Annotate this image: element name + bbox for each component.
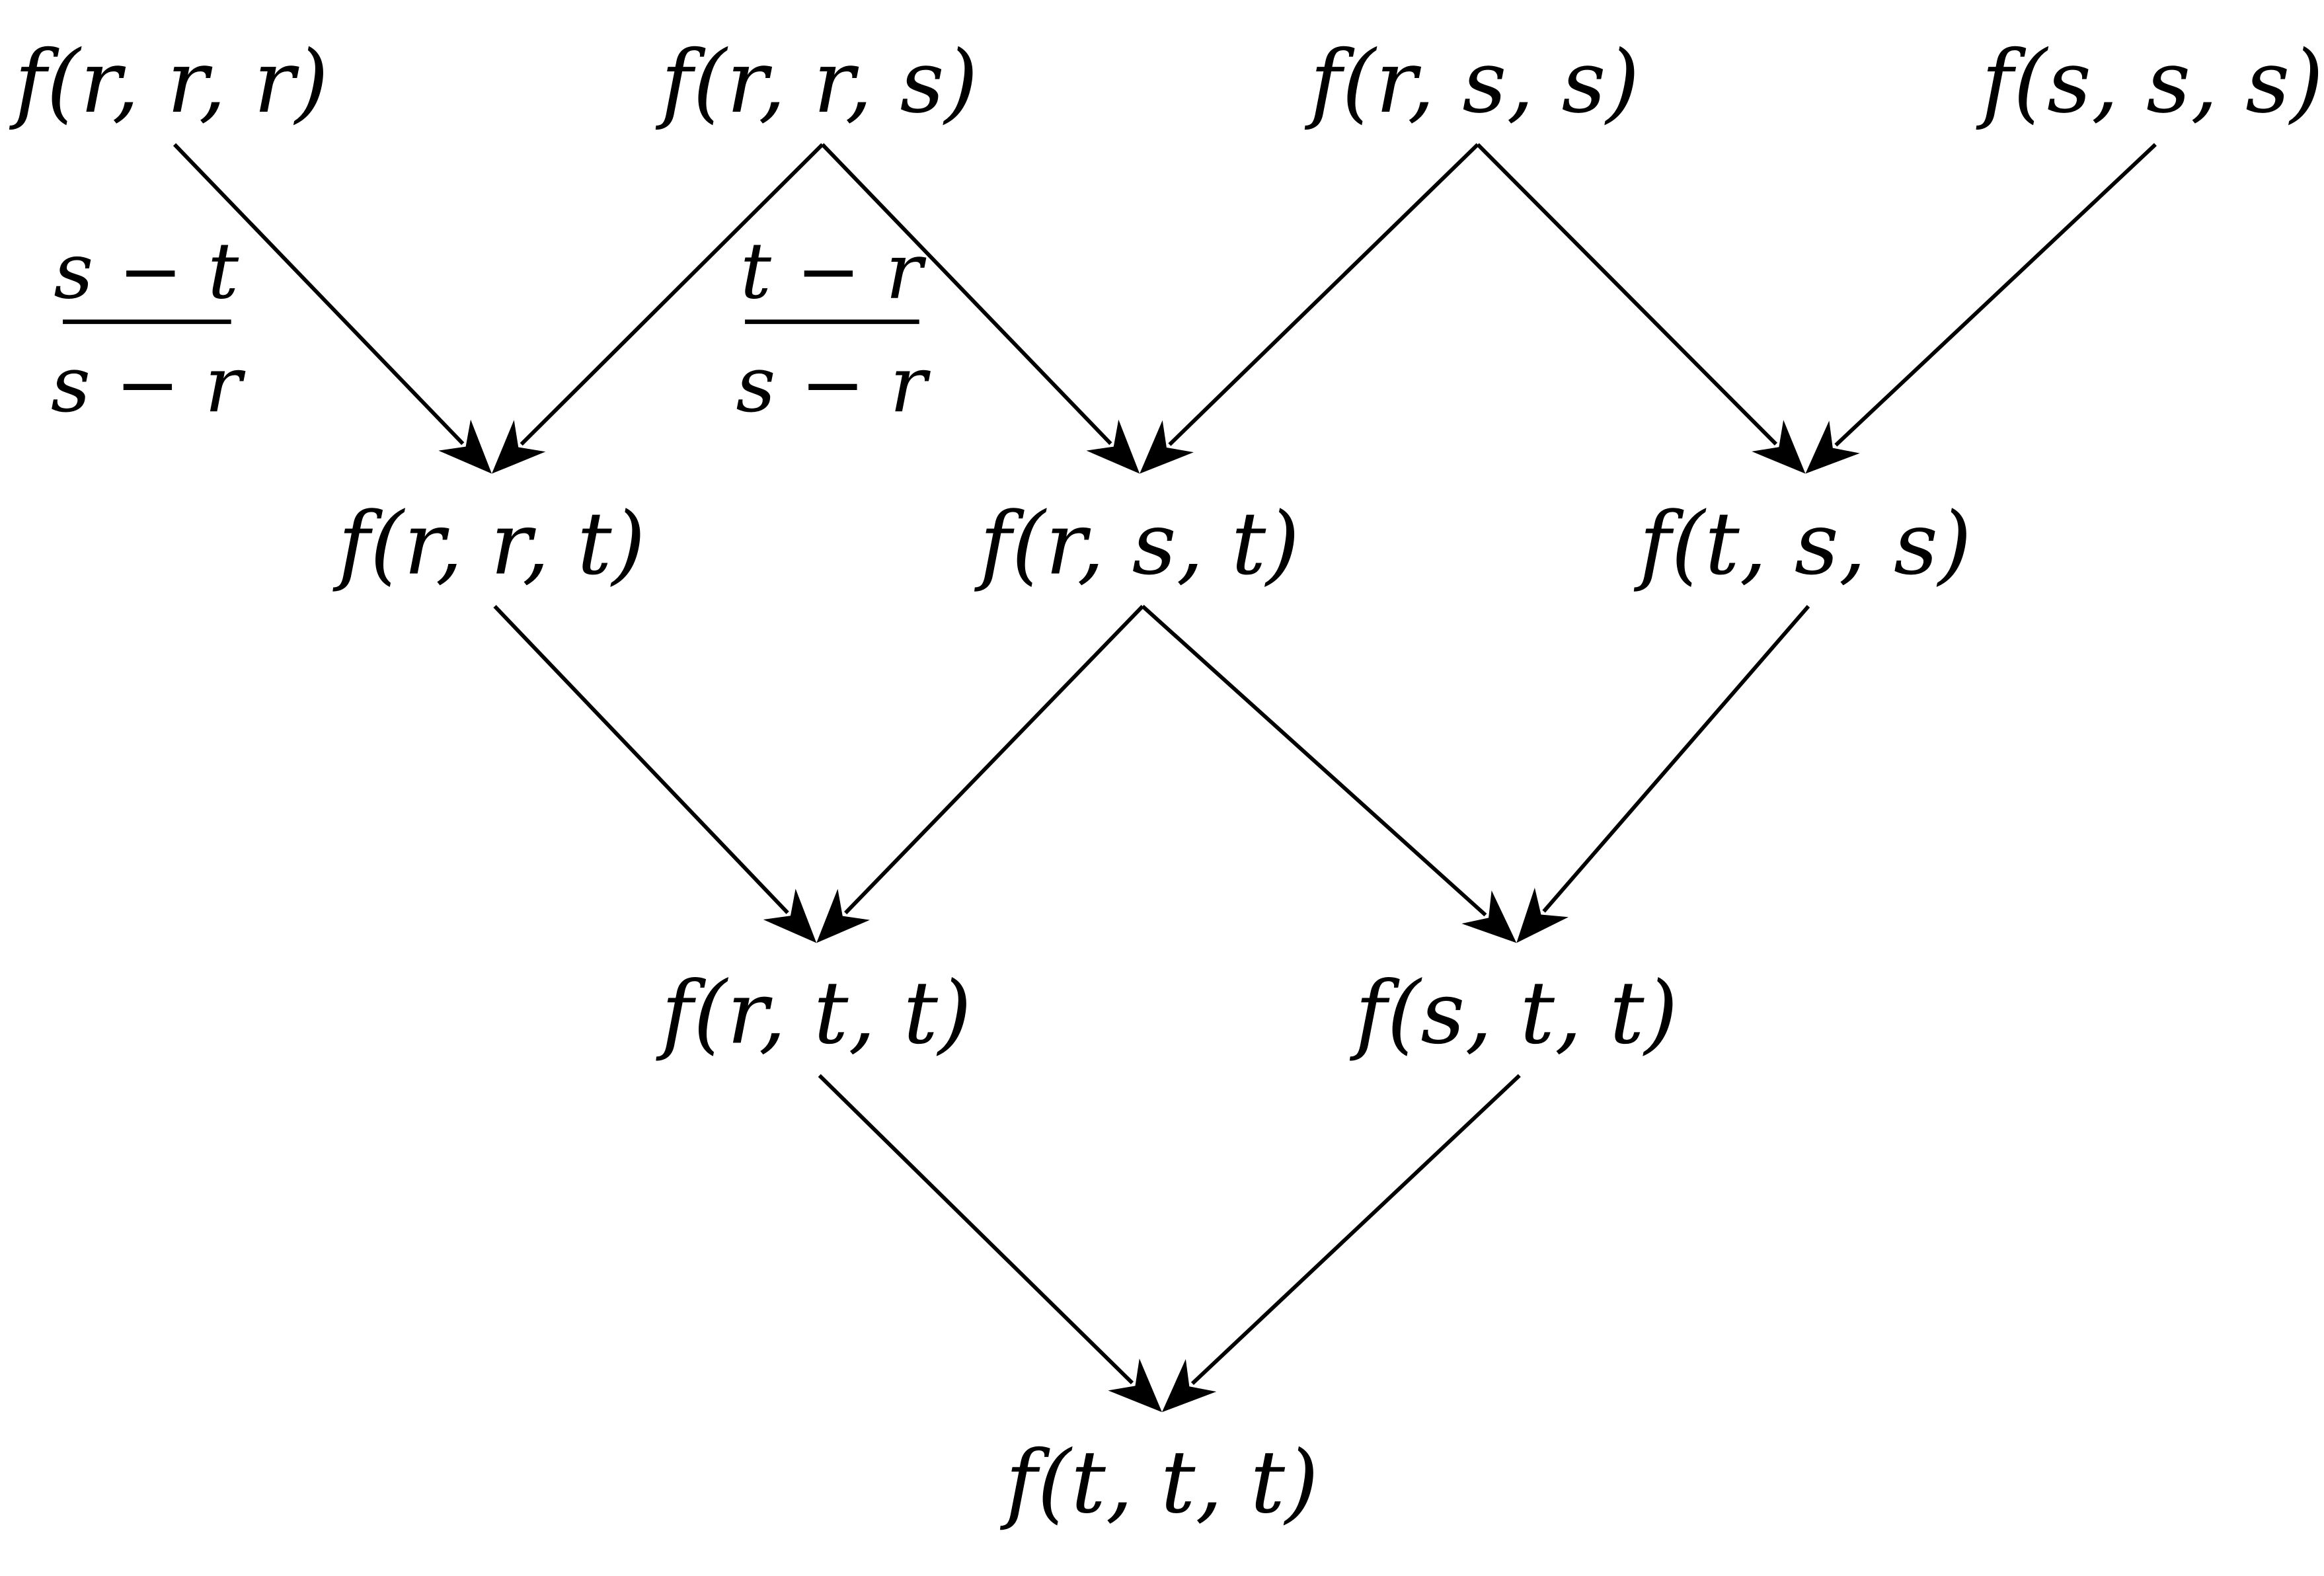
edge-rrt-rtt bbox=[493, 605, 817, 943]
arrowhead-icon bbox=[1752, 420, 1806, 474]
edge-line bbox=[1190, 1074, 1521, 1386]
edge-line bbox=[520, 143, 824, 446]
edge-rrr-rrt bbox=[173, 143, 492, 474]
edge-tss-stt bbox=[1516, 605, 1810, 943]
edge-stt-ttt bbox=[1162, 1074, 1521, 1413]
edge-rrs-rst bbox=[821, 143, 1140, 474]
node-rrr: f(r, r, r) bbox=[9, 32, 329, 132]
node-tss: f(t, s, s) bbox=[1633, 494, 1972, 594]
edge-line bbox=[821, 143, 1112, 446]
edge-line bbox=[1168, 143, 1479, 446]
node-stt: f(s, t, t) bbox=[1349, 963, 1678, 1063]
node-rrs: f(r, r, s) bbox=[655, 32, 978, 132]
edge-line bbox=[173, 143, 465, 446]
arrowhead-icon bbox=[1108, 1359, 1162, 1413]
node-sss: f(s, s, s) bbox=[1976, 32, 2324, 132]
arrowhead-icon bbox=[1086, 419, 1140, 474]
edge-line bbox=[1141, 604, 1487, 917]
edge-line bbox=[1542, 605, 1810, 913]
edge-line bbox=[818, 1074, 1134, 1385]
edge-rst-rtt bbox=[816, 605, 1144, 943]
weight-numerator: t − r bbox=[740, 226, 927, 317]
arrowhead-icon bbox=[1516, 887, 1569, 943]
node-rst: f(r, s, t) bbox=[974, 494, 1299, 594]
arrowhead-icon bbox=[492, 420, 546, 474]
weight-fraction-right: t − r s − r bbox=[736, 226, 931, 430]
edges bbox=[173, 143, 2157, 1413]
edge-line bbox=[844, 605, 1144, 915]
edge-line bbox=[1834, 143, 2157, 447]
edge-rss-tss bbox=[1476, 143, 1806, 474]
node-ttt: f(t, t, t) bbox=[999, 1432, 1319, 1532]
arrowhead-icon bbox=[1805, 420, 1860, 474]
edge-sss-tss bbox=[1805, 143, 2157, 474]
edge-rtt-ttt bbox=[818, 1074, 1162, 1413]
edge-line bbox=[1476, 143, 1777, 446]
node-rrt: f(r, r, t) bbox=[332, 494, 645, 594]
arrowhead-icon bbox=[438, 419, 492, 474]
weight-denominator: s − r bbox=[51, 339, 246, 430]
arrowhead-icon bbox=[763, 888, 817, 943]
weight-numerator: s − t bbox=[54, 226, 239, 317]
arrowhead-icon bbox=[1162, 1359, 1217, 1413]
edge-line bbox=[493, 605, 789, 914]
weight-fraction-left: s − t s − r bbox=[51, 226, 246, 430]
edge-rrs-rrt bbox=[492, 143, 824, 474]
node-rss: f(r, s, s) bbox=[1304, 32, 1640, 132]
edge-rss-rst bbox=[1140, 143, 1479, 474]
nodes: f(r, r, r) f(r, r, s) f(r, s, s) f(s, s, s)… bbox=[9, 32, 2323, 1532]
arrowhead-icon bbox=[1461, 890, 1517, 943]
arrowhead-icon bbox=[1140, 420, 1194, 474]
weight-denominator: s − r bbox=[736, 339, 931, 430]
arrowhead-icon bbox=[816, 888, 870, 943]
edge-rst-stt bbox=[1141, 604, 1517, 943]
node-rtt: f(r, t, t) bbox=[655, 963, 972, 1063]
